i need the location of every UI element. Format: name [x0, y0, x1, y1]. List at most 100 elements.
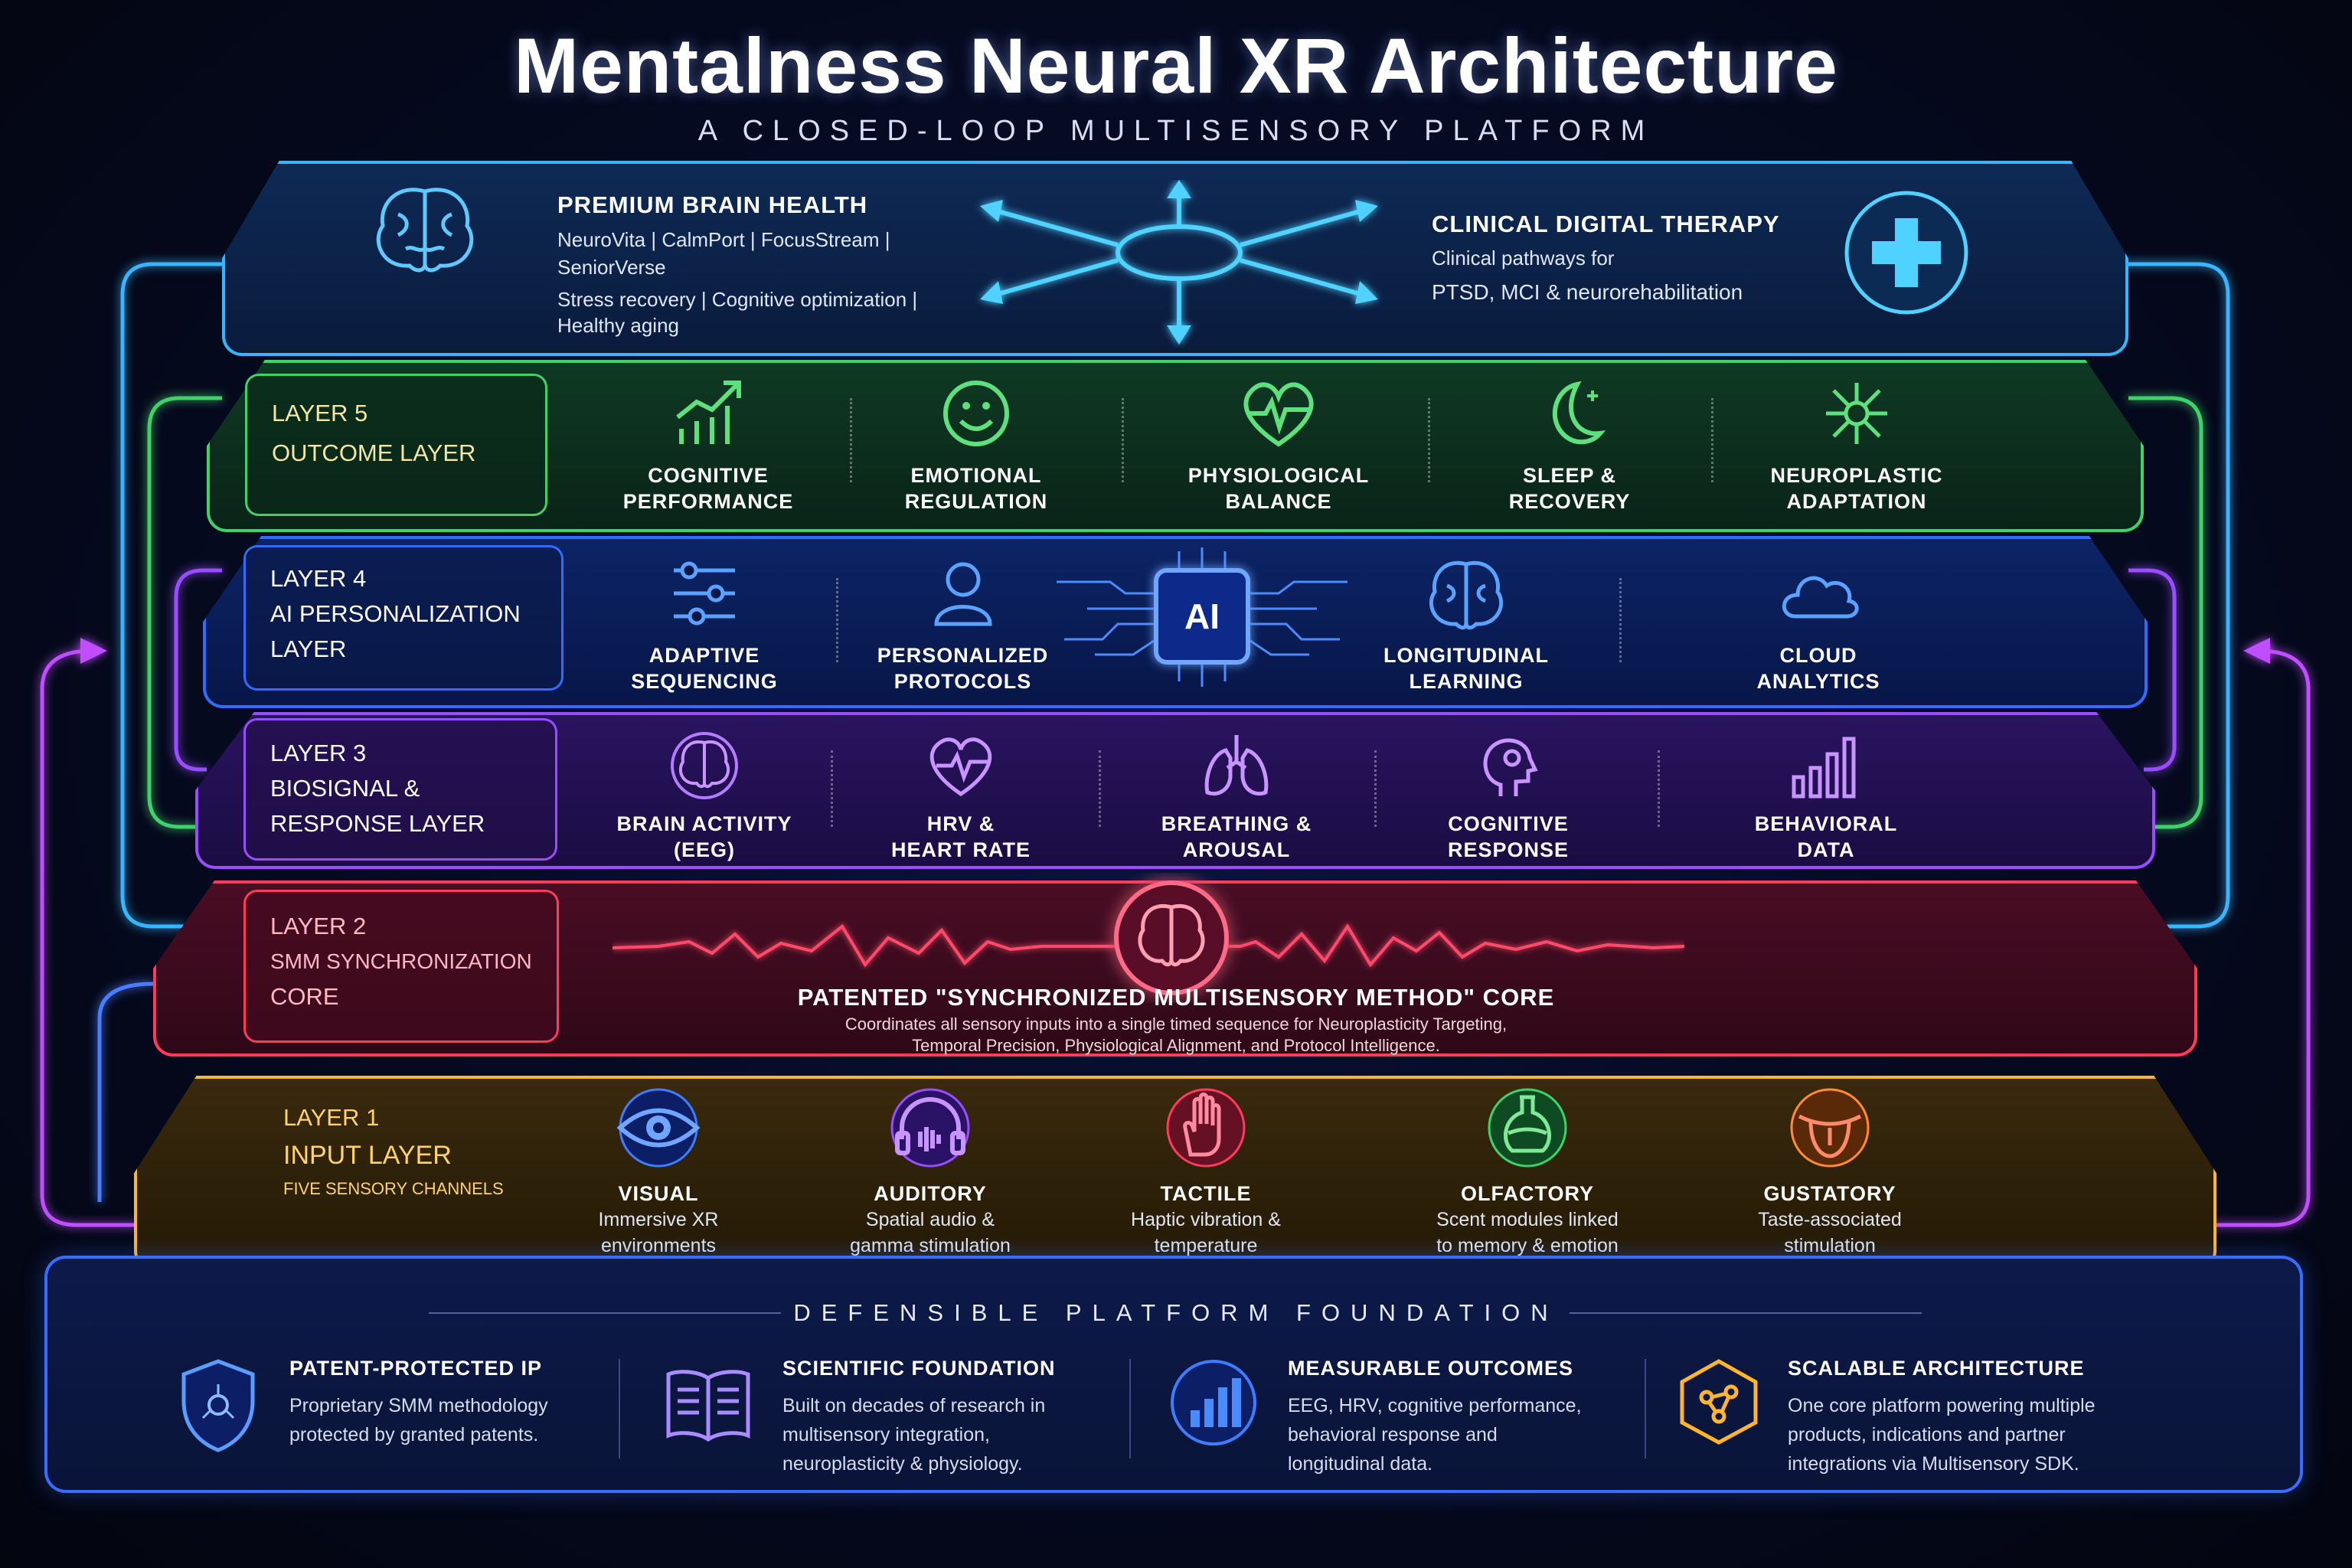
- layer1-item-tactile: TACTILE Haptic vibration & temperature: [1106, 1086, 1305, 1259]
- item-label-1: BRAIN ACTIVITY: [616, 812, 792, 835]
- col-heading: MEASURABLE OUTCOMES: [1288, 1357, 1574, 1380]
- item-label-1: COGNITIVE: [1448, 812, 1569, 835]
- tongue-icon: [1790, 1088, 1870, 1168]
- separator: [831, 750, 833, 827]
- core-description-2: Temporal Precision, Physiological Alignm…: [912, 1036, 1440, 1055]
- divider: [429, 1312, 781, 1314]
- layer1-item-gustatory: GUSTATORY Taste-associated stimulation: [1730, 1086, 1929, 1259]
- item-label-2: RESPONSE: [1447, 838, 1570, 861]
- neuron-icon: [1826, 383, 1887, 444]
- col-heading: PATENT-PROTECTED IP: [289, 1357, 543, 1380]
- layer3-item-hrv: HRV & HEART RATE: [865, 731, 1057, 863]
- book-icon: [666, 1370, 750, 1442]
- item-label-2: LEARNING: [1409, 670, 1524, 693]
- col-text-3: neuroplasticity & physiology.: [782, 1453, 1023, 1475]
- col-text-1: One core platform powering multiple: [1788, 1395, 2096, 1416]
- item-label-1: PHYSIOLOGICAL: [1187, 464, 1370, 487]
- layer5-item-cognitive: COGNITIVE PERFORMANCE: [605, 375, 812, 514]
- item-label-2: PROTOCOLS: [893, 670, 1032, 693]
- scent-flask-icon: [1488, 1088, 1567, 1168]
- headphones-icon: [890, 1088, 970, 1168]
- bar-chart-icon: [1171, 1360, 1256, 1446]
- col-text-2: behavioral response and: [1288, 1424, 1498, 1446]
- user-icon: [933, 562, 992, 626]
- page-title: Mentalness Neural XR Architecture: [514, 22, 1838, 109]
- core-title: PATENTED "SYNCHRONIZED MULTISENSORY METH…: [797, 984, 1555, 1011]
- layer4-label: LAYER 4 AI PERSONALIZATION LAYER: [243, 545, 564, 691]
- hand-icon: [1166, 1088, 1246, 1168]
- col-text-1: Proprietary SMM methodology: [289, 1395, 548, 1416]
- foundation-title: DEFENSIBLE PLATFORM FOUNDATION: [793, 1299, 1559, 1326]
- smiley-icon: [943, 381, 1009, 446]
- clinical-line1: Clinical pathways for: [1432, 247, 1615, 270]
- layer4-item-cloud: CLOUD ANALYTICS: [1723, 555, 1914, 694]
- item-title: OLFACTORY: [1460, 1182, 1594, 1205]
- foundation-col-science: SCIENTIFIC FOUNDATION Built on decades o…: [782, 1357, 1119, 1478]
- layer3-item-behavioral: BEHAVIORAL DATA: [1730, 731, 1922, 863]
- core-brain-icon: [1114, 880, 1229, 995]
- brain-icon: [671, 732, 738, 799]
- separator: [619, 1359, 620, 1459]
- layer5-number: LAYER 5: [272, 400, 368, 426]
- layer1-item-auditory: AUDITORY Spatial audio & gamma stimulati…: [831, 1086, 1030, 1259]
- col-text-2: protected by granted patents.: [289, 1424, 539, 1446]
- layer2-title-cont: CORE: [270, 983, 339, 1010]
- layer2-title: SMM SYNCHRONIZATION: [270, 949, 532, 973]
- layer2-number: LAYER 2: [270, 913, 367, 939]
- item-label-1: SLEEP &: [1522, 464, 1617, 487]
- item-label-2: REGULATION: [904, 490, 1048, 513]
- item-desc-2: stimulation: [1784, 1235, 1876, 1256]
- foundation-col-patent: PATENT-PROTECTED IP Proprietary SMM meth…: [289, 1357, 611, 1449]
- item-desc-1: Taste-associated: [1758, 1209, 1902, 1230]
- brain-icon: [1429, 560, 1504, 630]
- item-label-2: BALANCE: [1225, 490, 1332, 513]
- item-title: GUSTATORY: [1763, 1182, 1896, 1205]
- premium-benefits-cont: Healthy aging: [557, 314, 679, 337]
- item-desc-2: to memory & emotion: [1436, 1235, 1619, 1256]
- shield-icon: [181, 1359, 255, 1452]
- item-label-1: CLOUD: [1779, 644, 1857, 667]
- col-text-3: longitudinal data.: [1288, 1453, 1433, 1475]
- item-label-2: SEQUENCING: [631, 670, 778, 693]
- layer1-title: INPUT LAYER: [283, 1141, 452, 1170]
- item-label-1: BREATHING &: [1161, 812, 1312, 835]
- layer5-item-physiological: PHYSIOLOGICAL BALANCE: [1164, 375, 1393, 514]
- item-label-1: LONGITUDINAL: [1383, 644, 1549, 667]
- divider: [1570, 1312, 1922, 1314]
- item-label-1: ADAPTIVE: [648, 644, 760, 667]
- item-title: TACTILE: [1160, 1182, 1252, 1205]
- col-text-2: multisensory integration,: [782, 1424, 990, 1446]
- item-label-1: BEHAVIORAL: [1754, 812, 1898, 835]
- item-label-1: PERSONALIZED: [877, 644, 1049, 667]
- separator: [1374, 750, 1377, 827]
- layer5-item-emotional: EMOTIONAL REGULATION: [873, 375, 1080, 514]
- col-heading: SCALABLE ARCHITECTURE: [1788, 1357, 2085, 1380]
- layer1-subtitle: FIVE SENSORY CHANNELS: [283, 1179, 504, 1198]
- separator: [1658, 750, 1660, 827]
- separator: [1129, 1359, 1131, 1459]
- col-text-3: integrations via Multisensory SDK.: [1788, 1453, 2079, 1475]
- separator: [1122, 398, 1124, 482]
- layer3-item-brain-activity: BRAIN ACTIVITY (EEG): [609, 731, 800, 863]
- item-title: VISUAL: [618, 1182, 699, 1205]
- item-label-1: NEUROPLASTIC: [1770, 464, 1943, 487]
- foundation-col-outcomes: MEASURABLE OUTCOMES EEG, HRV, cognitive …: [1288, 1357, 1640, 1478]
- item-label-2: PERFORMANCE: [622, 490, 794, 513]
- item-desc-1: Spatial audio &: [865, 1209, 995, 1230]
- separator: [836, 578, 838, 662]
- col-heading: SCIENTIFIC FOUNDATION: [782, 1357, 1056, 1380]
- cloud-icon: [1782, 576, 1859, 619]
- item-desc-1: Scent modules linked: [1436, 1209, 1619, 1230]
- item-label-2: DATA: [1797, 838, 1855, 861]
- col-text-2: products, indications and partner: [1788, 1424, 2066, 1446]
- col-text-1: EEG, HRV, cognitive performance,: [1288, 1395, 1582, 1416]
- ai-chip-label: AI: [1184, 596, 1220, 636]
- heart-pulse-icon: [1243, 382, 1314, 447]
- layer3-number: LAYER 3: [270, 740, 367, 766]
- item-desc-1: Haptic vibration &: [1131, 1209, 1281, 1230]
- ai-chip-icon: [1057, 547, 1348, 687]
- layer1-number: LAYER 1: [283, 1104, 380, 1131]
- premium-brain-health-title: PREMIUM BRAIN HEALTH: [557, 191, 868, 218]
- layer3-item-cognitive-response: COGNITIVE RESPONSE: [1413, 731, 1604, 863]
